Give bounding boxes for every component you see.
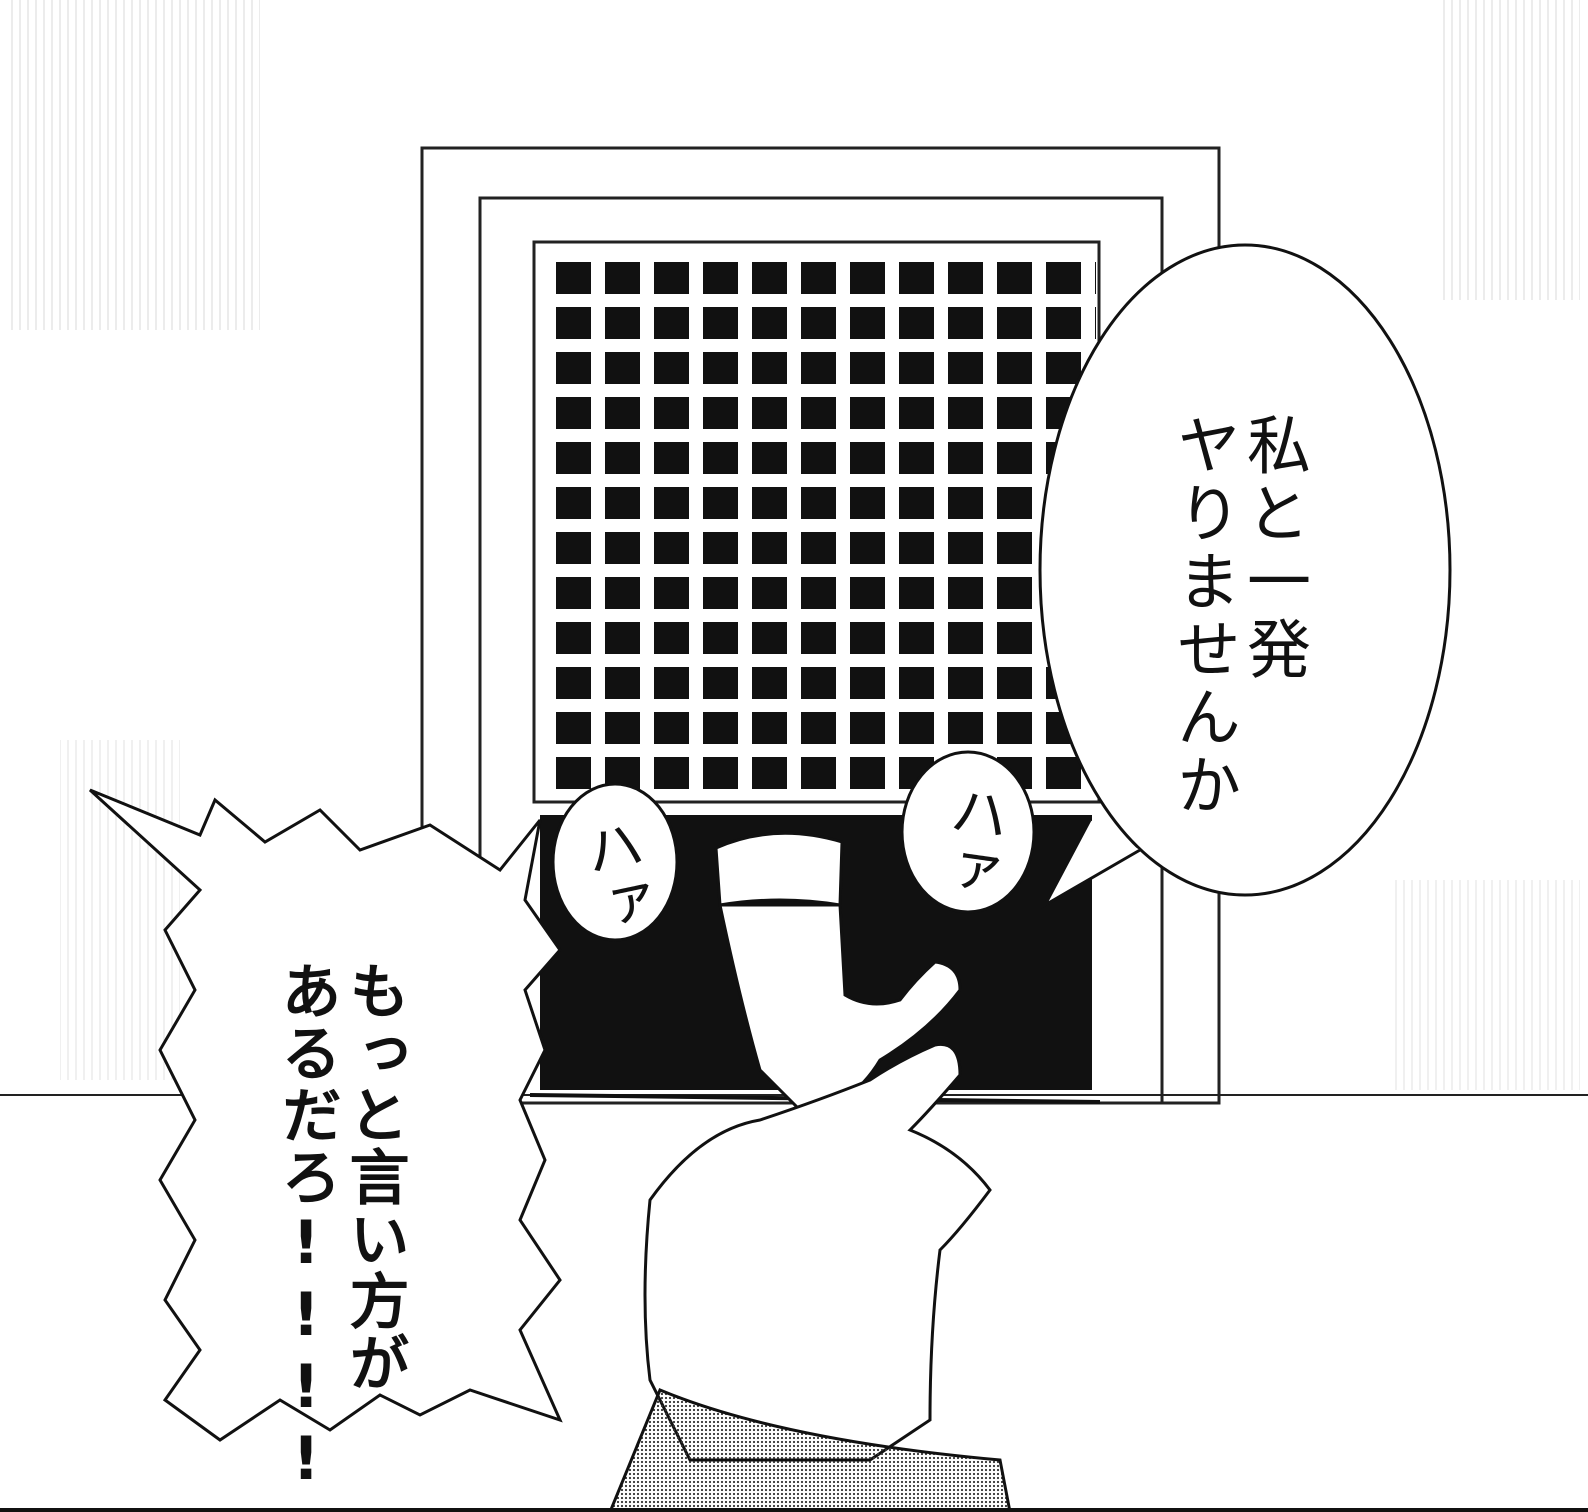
speech-bubble-1-line-2: ヤりませんか [1166,412,1240,820]
puff-2-text: ハァ [929,777,1013,903]
puff-bubble-left [551,782,679,942]
shout-bubble-jagged [88,788,563,1442]
speech-bubble-oval [1038,243,1452,909]
foreground-hand [643,1042,992,1462]
window-grille [556,262,1096,797]
speech-bubble-2-line-2: あるだろ!!!! [271,960,341,1496]
speech-bubble-1-line-1: 私と一発 [1236,412,1310,684]
background-hatching [10,0,1580,1090]
speech-bubble-1-text: 私と一発 ヤりませんか [1166,412,1310,820]
jacket-sleeve [608,1388,1012,1512]
puff-bubble-right [900,750,1036,914]
speech-bubble-2-line-1: もっと言い方が [339,960,409,1394]
speech-bubble-2-text: もっと言い方が あるだろ!!!! [271,960,409,1496]
hand-through-slot [714,831,962,1112]
